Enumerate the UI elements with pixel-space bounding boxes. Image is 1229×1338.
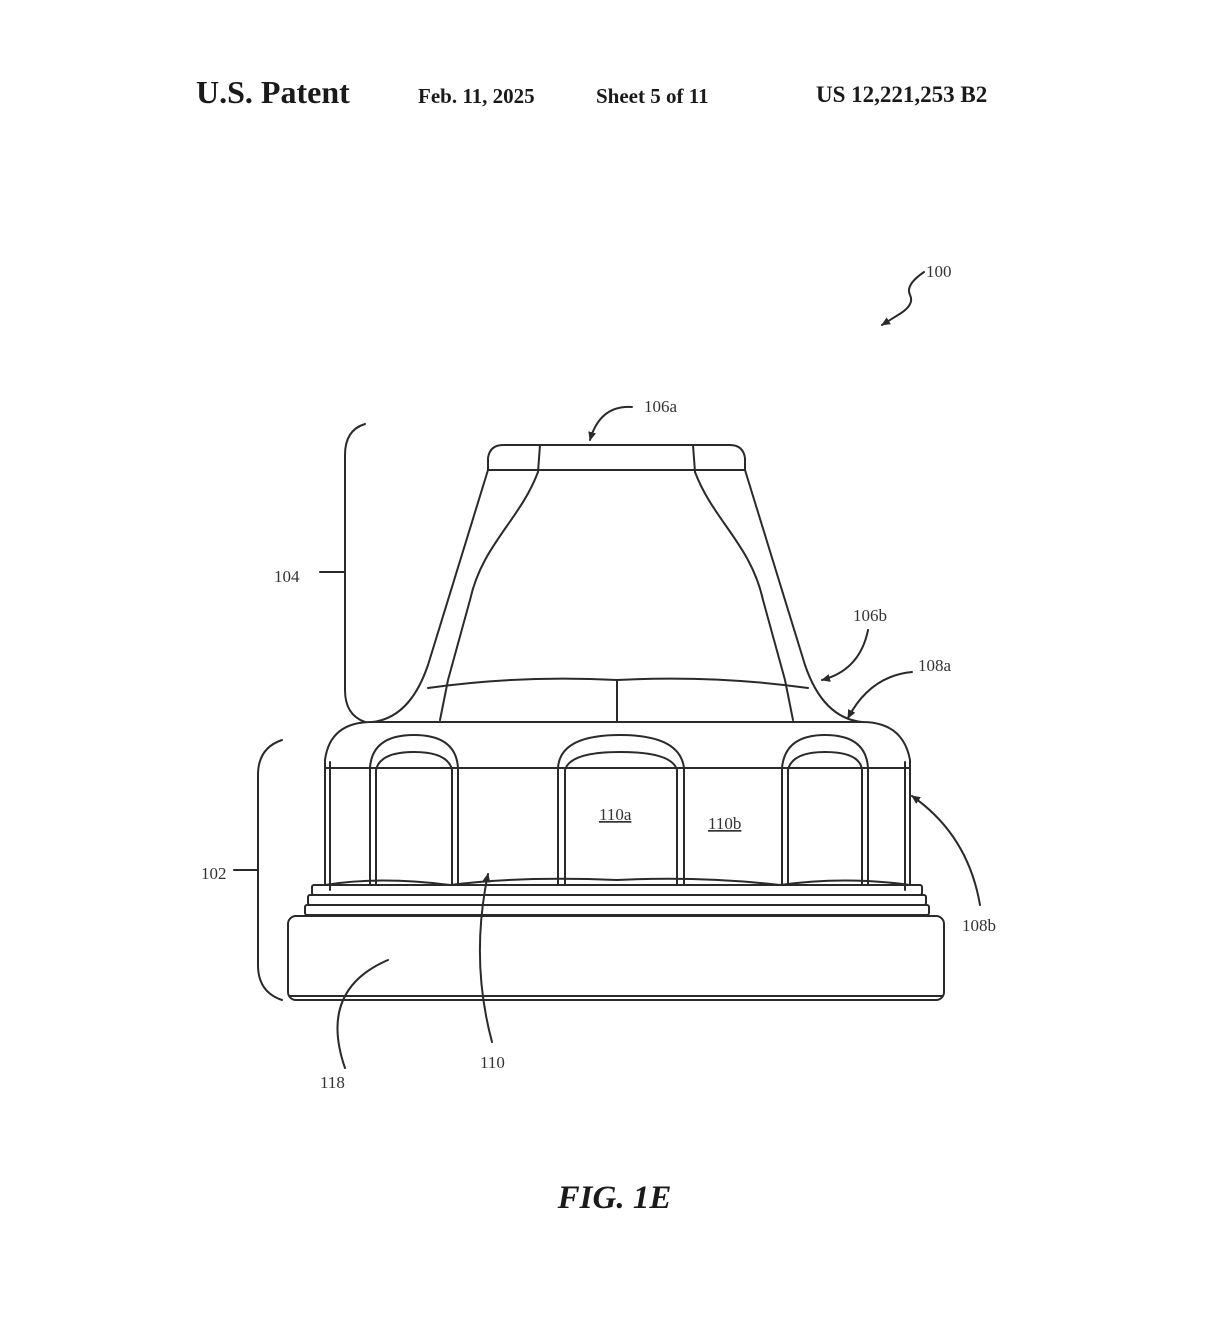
leader-106b <box>821 629 869 682</box>
bracket-102 <box>257 739 283 1001</box>
rim-step-upper <box>311 884 923 896</box>
window-center <box>557 734 685 886</box>
leader-108a <box>847 671 913 719</box>
label-110: 110 <box>480 1053 505 1072</box>
label-108b: 108b <box>962 916 996 935</box>
label-106b: 106b <box>853 606 887 625</box>
header-date: Feb. 11, 2025 <box>418 84 535 108</box>
top-cap-seam-right <box>692 444 696 473</box>
rim-step-lower <box>304 904 930 916</box>
rim-step-middle <box>307 894 927 906</box>
label-100: 100 <box>926 262 952 281</box>
leader-106a <box>588 405 633 441</box>
leader-110 <box>478 873 493 1043</box>
top-cap-outline <box>487 444 746 471</box>
upper-inner-edge-right <box>694 471 794 721</box>
window-bottom-ledge <box>324 877 911 886</box>
leader-118 <box>336 959 389 1069</box>
window-right <box>781 734 869 886</box>
lower-housing <box>287 721 945 1001</box>
label-102: 102 <box>201 864 227 883</box>
label-106a: 106a <box>644 397 678 416</box>
bracket-104 <box>344 423 366 723</box>
label-118: 118 <box>320 1073 345 1092</box>
housing-outline <box>324 721 911 886</box>
header-patent-label: U.S. Patent <box>196 74 350 110</box>
label-104: 104 <box>274 567 300 586</box>
label-108a: 108a <box>918 656 952 675</box>
figure-caption: FIG. 1E <box>557 1180 672 1216</box>
header-sheet-number: Sheet 5 of 11 <box>596 84 709 108</box>
label-110a: 110a <box>599 805 632 824</box>
header-patent-number: US 12,221,253 B2 <box>816 82 988 107</box>
upper-outer-wall-left <box>371 469 489 723</box>
upper-inner-edge-left <box>439 471 539 721</box>
leader-108b <box>911 795 981 906</box>
upper-tapered-section <box>371 444 863 723</box>
base-ring <box>287 915 945 1001</box>
leader-100 <box>881 271 925 326</box>
upper-outer-wall-right <box>744 469 863 723</box>
window-left <box>369 734 459 886</box>
label-110b: 110b <box>708 814 741 833</box>
top-cap-seam-left <box>537 444 541 473</box>
